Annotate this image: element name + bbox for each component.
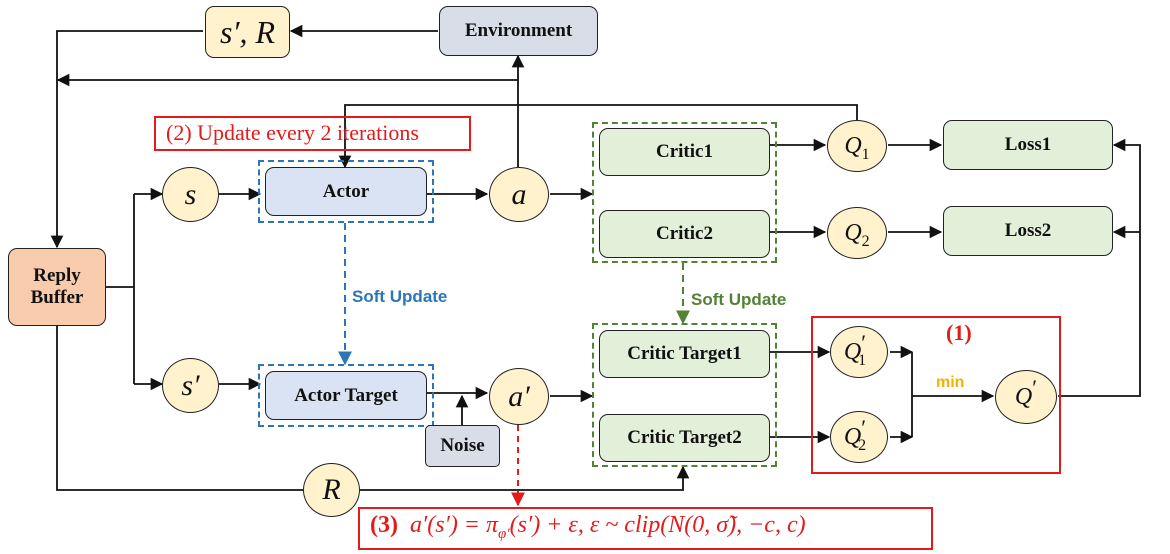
action-circle: a xyxy=(489,167,549,222)
critic1-box: Critic1 xyxy=(599,128,770,176)
note-formula-rhs: (s′) + ε, ε ~ clip(N(0, σ̃), −c, c) xyxy=(509,512,806,538)
actor-target-box: Actor Target xyxy=(265,371,427,420)
min-target-frame xyxy=(811,316,1061,474)
loss1-box: Loss1 xyxy=(943,120,1113,170)
critic-dashed-frame xyxy=(592,122,777,263)
next-action-circle: a′ xyxy=(489,368,549,425)
action-symbol: a xyxy=(511,177,527,211)
next-state-symbol: s′ xyxy=(181,368,200,402)
note-update-frame xyxy=(154,116,471,151)
noise-box: Noise xyxy=(425,425,500,467)
state-symbol: s xyxy=(184,177,197,211)
actor-dashed-frame xyxy=(258,160,434,223)
note-formula-text: (3) a′(s′) = πφ′(s′) + ε, ε ~ clip(N(0, … xyxy=(370,512,806,542)
loss2-box: Loss2 xyxy=(943,206,1113,256)
next-state-circle: s′ xyxy=(162,358,219,413)
min-label: min xyxy=(936,374,965,391)
q1-target-prime: ′ xyxy=(861,330,867,355)
actor-box: Actor xyxy=(265,167,427,216)
note-formula-lhs: a′(s′) = π xyxy=(409,512,499,538)
actor-target-dashed-frame xyxy=(258,364,434,427)
q-target-prime: ′ xyxy=(1032,375,1038,400)
soft-update-critic-label: Soft Update xyxy=(691,290,787,309)
note-formula-subscript: φ′ xyxy=(498,526,510,542)
q1-target-subscript: 1 xyxy=(858,352,867,369)
q1-symbol: Q xyxy=(844,132,862,159)
soft-update-actor-label: Soft Update xyxy=(352,287,448,306)
critic-target2-box: Critic Target2 xyxy=(599,414,770,462)
note-formula-number: (3) xyxy=(370,512,398,538)
next-state-reward-box: s′, R xyxy=(205,6,290,58)
q1-target-symbol: Q xyxy=(843,338,862,365)
reward-circle: R xyxy=(303,463,360,517)
note-update-text: (2) Update every 2 iterations xyxy=(166,120,419,145)
q-target-min-circle: Q′ xyxy=(995,370,1057,424)
note-formula-frame xyxy=(358,507,933,550)
q2-subscript: 2 xyxy=(861,233,870,250)
critic-target-dashed-frame xyxy=(592,323,777,467)
next-action-symbol: a′ xyxy=(508,379,530,413)
state-circle: s xyxy=(162,167,219,222)
critic-target1-box: Critic Target1 xyxy=(599,330,770,378)
q-target-symbol: Q xyxy=(1014,383,1033,410)
q2-target-prime: ′ xyxy=(861,415,867,440)
q1-target-circle: Q′1 xyxy=(830,326,888,378)
q1-subscript: 1 xyxy=(861,146,870,163)
q2-symbol: Q xyxy=(844,219,862,246)
q2-target-circle: Q′2 xyxy=(830,411,888,463)
environment-box: Environment xyxy=(439,6,598,56)
note-min-label: (1) xyxy=(946,320,972,345)
reply-buffer-box: Reply Buffer xyxy=(8,248,106,326)
q2-target-symbol: Q xyxy=(843,423,862,450)
q2-target-subscript: 2 xyxy=(858,437,867,454)
reward-symbol: R xyxy=(322,473,341,506)
critic2-box: Critic2 xyxy=(599,210,770,258)
